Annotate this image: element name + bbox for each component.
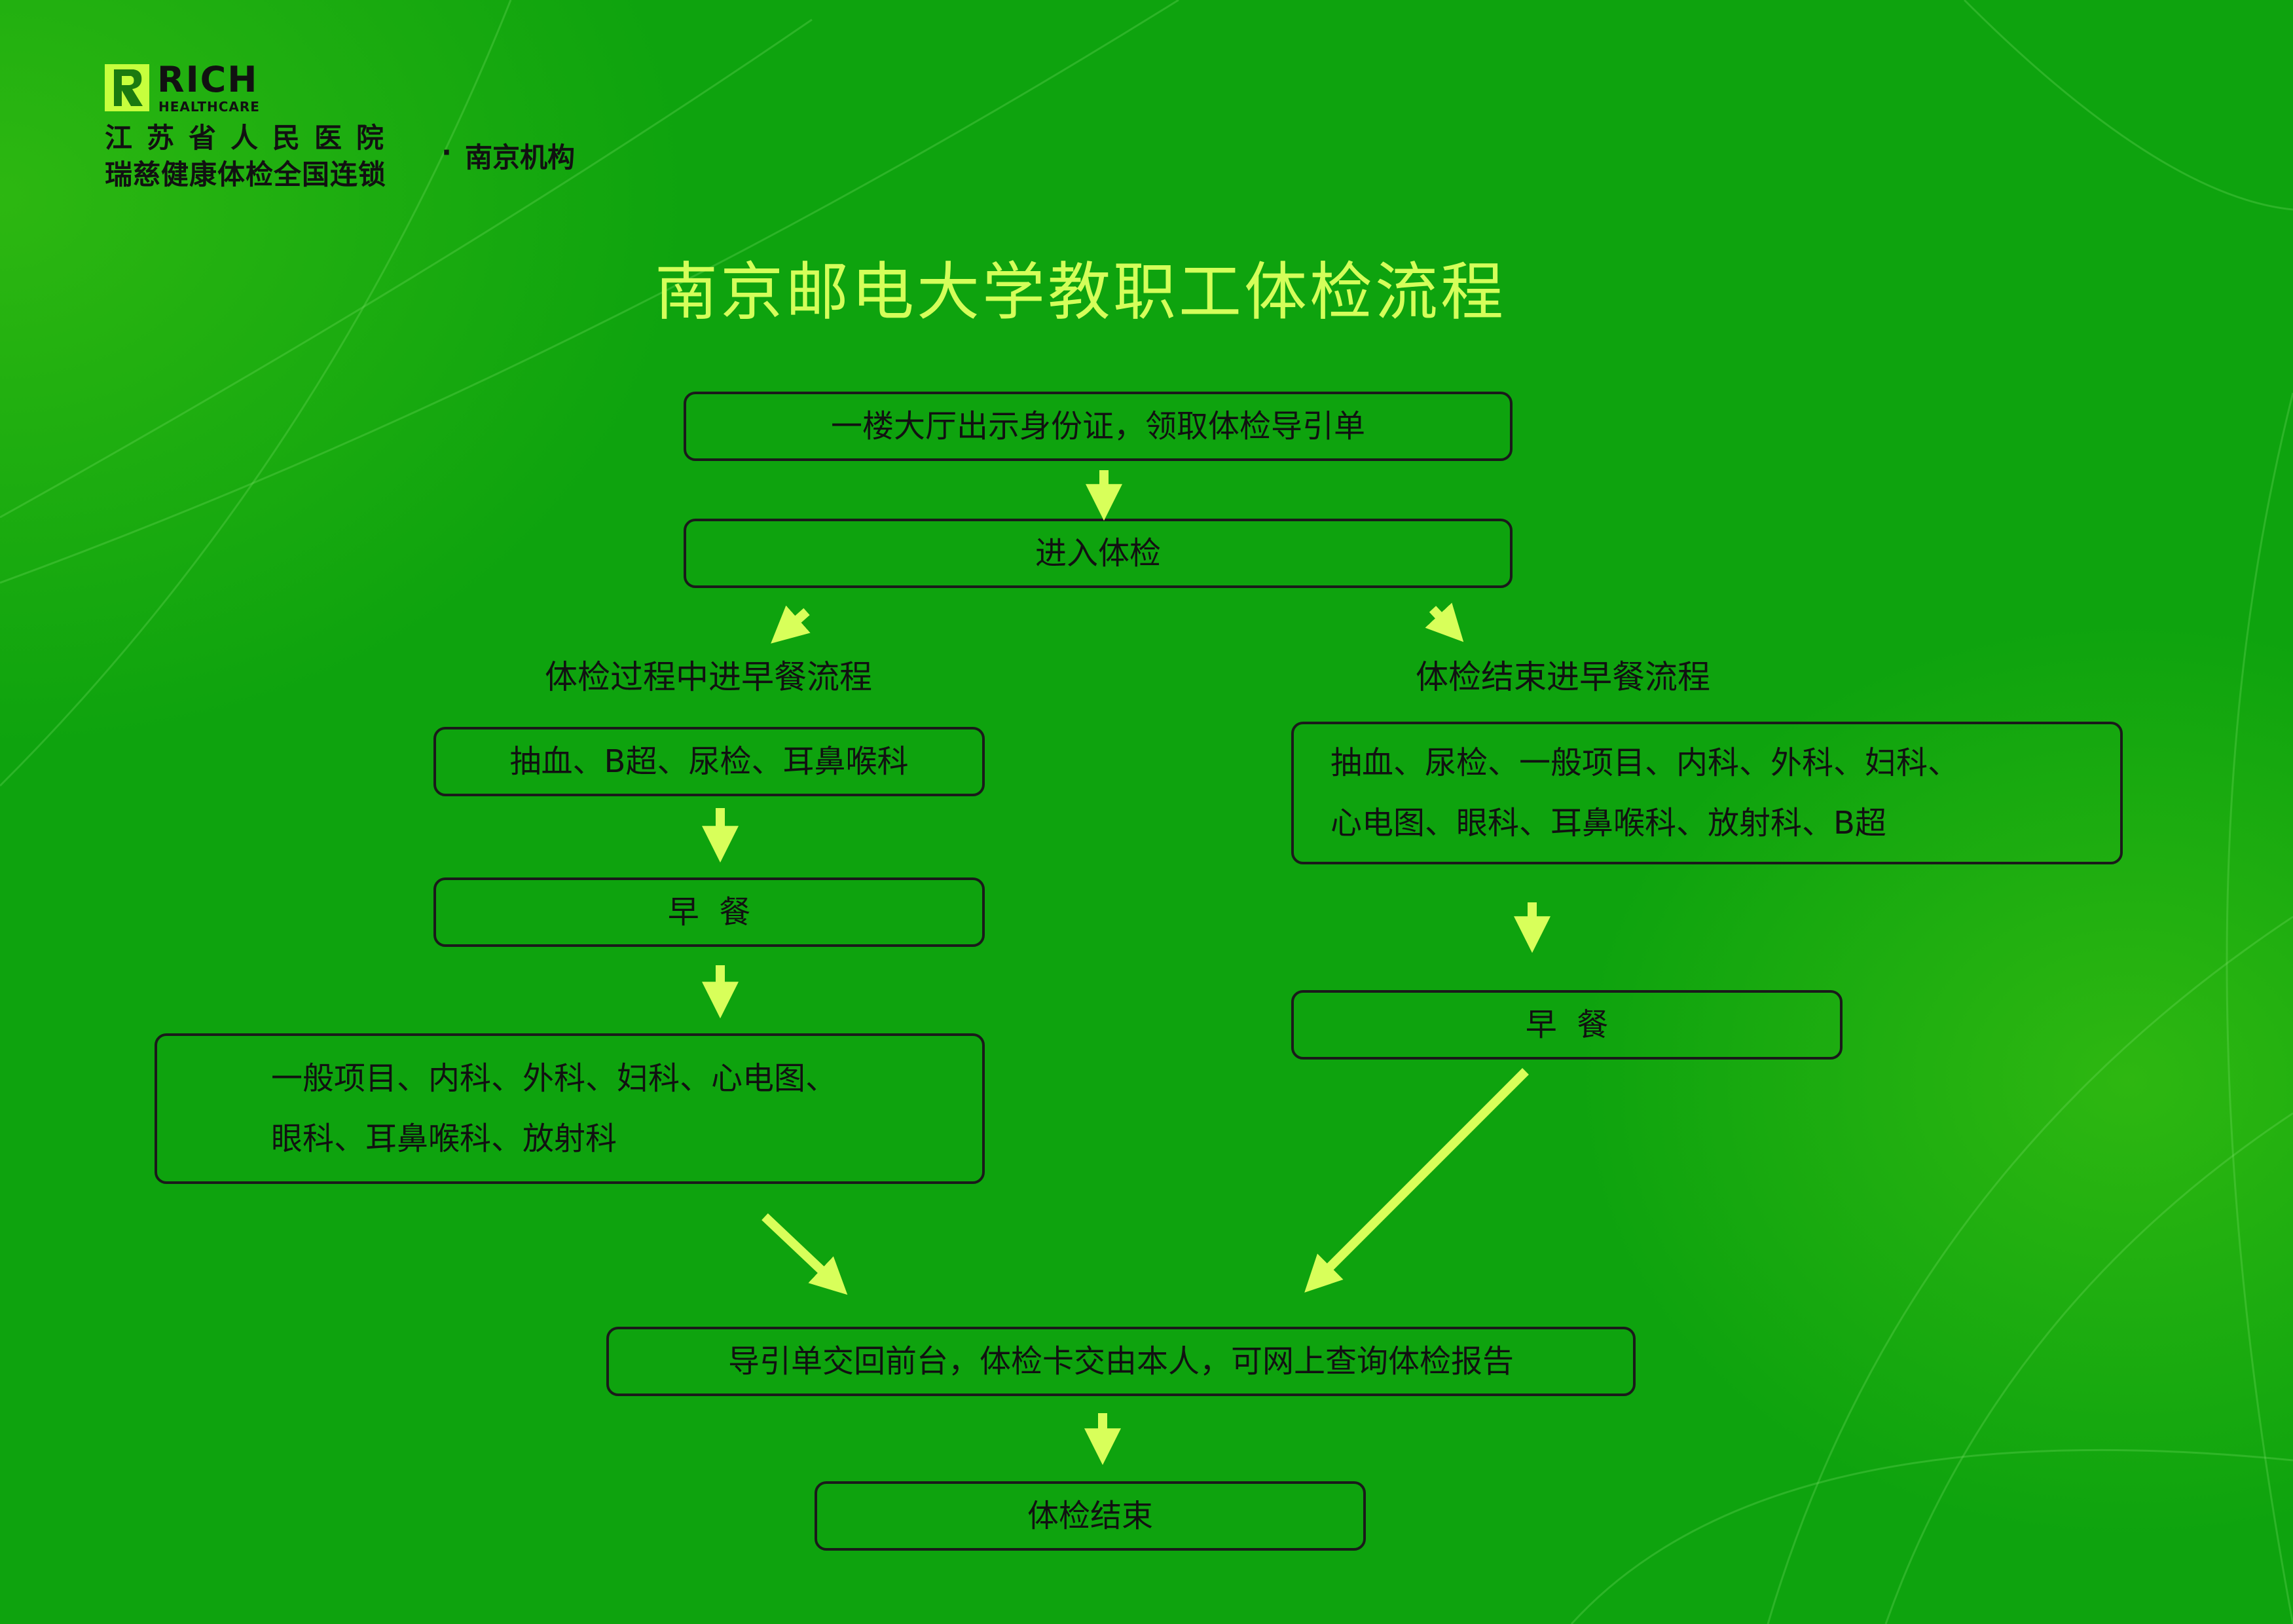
- logo-separator-dot: ·: [441, 136, 452, 168]
- left-breakfast-box: 早 餐: [433, 877, 985, 947]
- logo-subtitle-text: HEALTHCARE: [158, 99, 260, 115]
- right-all-exams-line2: 心电图、眼科、耳鼻喉科、放射科、B超: [1330, 805, 1886, 841]
- step-enter-exam-box: 进入体检: [684, 519, 1513, 588]
- logo-brand-text: RICH: [157, 59, 259, 100]
- left-general-exams-line1: 一般项目、内科、外科、妇科、心电图、: [271, 1060, 837, 1097]
- rich-logo-icon: [105, 64, 149, 111]
- return-guide-sheet-box: 导引单交回前台，体检卡交由本人，可网上查询体检报告: [606, 1327, 1636, 1396]
- right-all-exams-box: 抽血、尿检、一般项目、内科、外科、妇科、 心电图、眼科、耳鼻喉科、放射科、B超: [1291, 722, 2123, 864]
- logo-branch-name: 南京机构: [465, 141, 576, 174]
- left-general-exams-box: 一般项目、内科、外科、妇科、心电图、 眼科、耳鼻喉科、放射科: [155, 1033, 985, 1184]
- left-branch-heading: 体检过程中进早餐流程: [545, 658, 872, 696]
- step-enter-exam-text: 进入体检: [1035, 535, 1161, 572]
- logo-chain-name: 瑞慈健康体检全国连锁: [105, 158, 387, 191]
- left-general-exams-line2: 眼科、耳鼻喉科、放射科: [271, 1120, 617, 1157]
- page-title: 南京邮电大学教职工体检流程: [655, 255, 1506, 329]
- left-blood-ultrasound-text: 抽血、B超、尿检、耳鼻喉科: [509, 743, 909, 780]
- right-all-exams-line1: 抽血、尿检、一般项目、内科、外科、妇科、: [1330, 745, 1960, 781]
- right-breakfast-text: 早 餐: [1525, 1006, 1609, 1043]
- right-breakfast-box: 早 餐: [1291, 990, 1843, 1060]
- left-breakfast-text: 早 餐: [667, 894, 751, 931]
- left-blood-ultrasound-box: 抽血、B超、尿检、耳鼻喉科: [433, 727, 985, 796]
- right-branch-heading: 体检结束进早餐流程: [1416, 658, 1710, 696]
- logo-hospital-name: 江苏省人民医院: [105, 122, 399, 154]
- hospital-logo: RICH HEALTHCARE 江苏省人民医院 瑞慈健康体检全国连锁 · 南京机…: [105, 59, 694, 200]
- return-guide-sheet-text: 导引单交回前台，体检卡交由本人，可网上查询体检报告: [727, 1343, 1514, 1380]
- exam-end-text: 体检结束: [1027, 1498, 1153, 1534]
- step-show-id-text: 一楼大厅出示身份证，领取体检导引单: [830, 408, 1365, 445]
- exam-end-box: 体检结束: [815, 1481, 1366, 1551]
- right-all-exams-text: 抽血、尿检、一般项目、内科、外科、妇科、 心电图、眼科、耳鼻喉科、放射科、B超: [1330, 743, 1959, 843]
- step-show-id-box: 一楼大厅出示身份证，领取体检导引单: [684, 392, 1513, 461]
- left-general-exams-text: 一般项目、内科、外科、妇科、心电图、 眼科、耳鼻喉科、放射科: [271, 1059, 837, 1158]
